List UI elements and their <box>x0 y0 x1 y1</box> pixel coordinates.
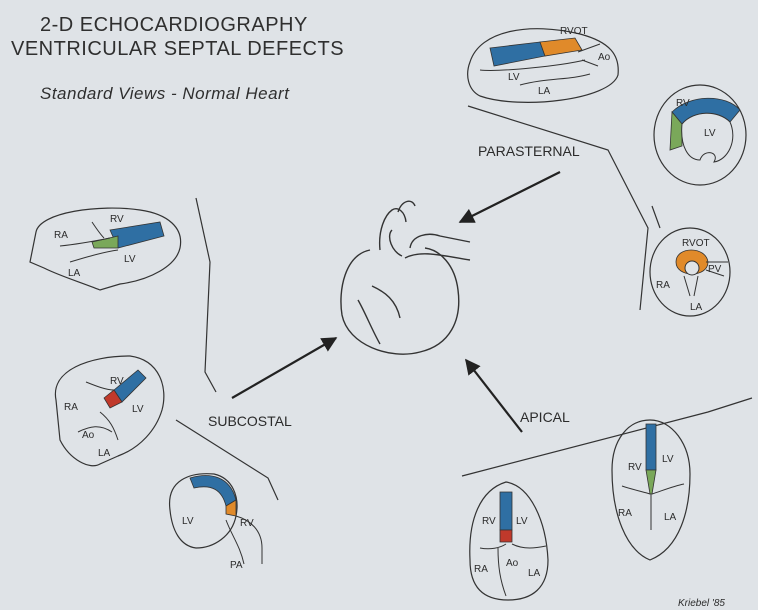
label-pa: PA <box>230 560 243 571</box>
label-ao: Ao <box>506 558 519 569</box>
label-rvot: RVOT <box>560 26 588 37</box>
label-pv: PV <box>708 264 722 275</box>
artist-signature: Kriebel '85 <box>678 598 725 609</box>
label-ra: RA <box>618 508 632 519</box>
label-ra: RA <box>474 564 488 575</box>
label-lv: LV <box>132 404 144 415</box>
label-rv: RV <box>240 518 254 529</box>
parasternal-label: PARASTERNAL <box>478 143 580 159</box>
label-la: LA <box>68 268 81 279</box>
label-rv: RV <box>676 98 690 109</box>
label-ra: RA <box>656 280 670 291</box>
label-la: LA <box>98 448 111 459</box>
apical-label: APICAL <box>520 409 570 425</box>
label-lv: LV <box>516 516 528 527</box>
label-rv: RV <box>628 462 642 473</box>
chamber-labels: RVOT Ao LV LA RV LV RVOT PV RA LA RA RV … <box>54 26 722 579</box>
label-la: LA <box>538 86 551 97</box>
label-lv: LV <box>704 128 716 139</box>
label-la: LA <box>528 568 541 579</box>
label-ao: Ao <box>82 430 95 441</box>
label-rv: RV <box>110 214 124 225</box>
subcostal-label: SUBCOSTAL <box>208 413 292 429</box>
label-lv: LV <box>508 72 520 83</box>
label-la: LA <box>664 512 677 523</box>
label-lv: LV <box>662 454 674 465</box>
label-lv: LV <box>182 516 194 527</box>
label-rv: RV <box>110 376 124 387</box>
label-lv: LV <box>124 254 136 265</box>
label-rv: RV <box>482 516 496 527</box>
label-la: LA <box>690 302 703 313</box>
label-ra: RA <box>54 230 68 241</box>
label-ao: Ao <box>598 52 611 63</box>
label-ra: RA <box>64 402 78 413</box>
label-rvot: RVOT <box>682 238 710 249</box>
